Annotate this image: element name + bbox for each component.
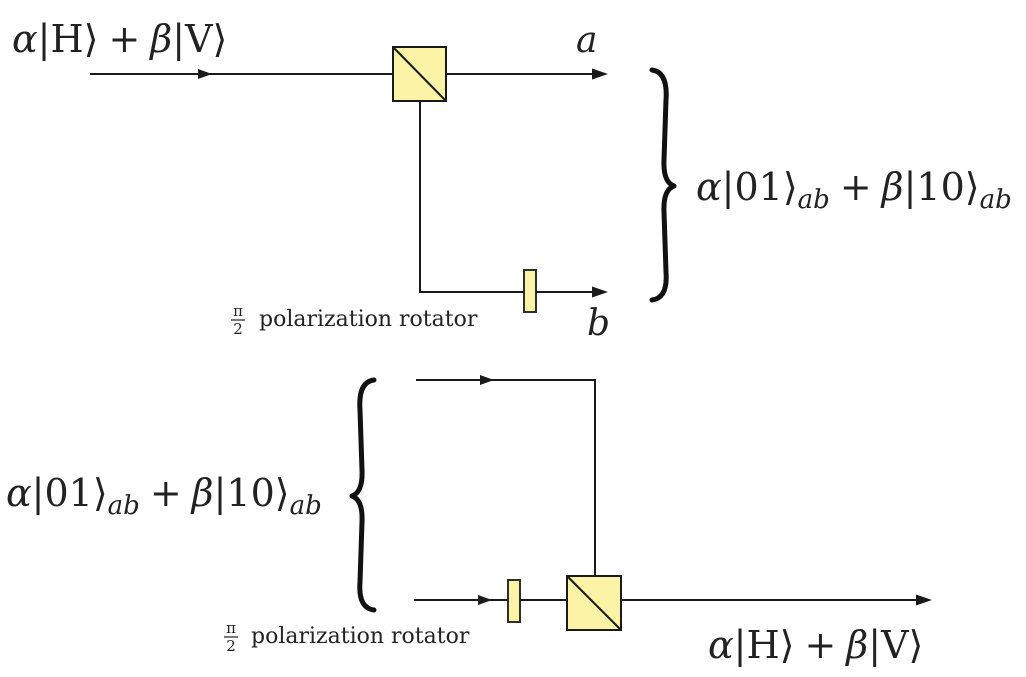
bottom-circuit: α|01⟩ab+β|10⟩ab π 2 polarization rotator xyxy=(6,375,932,667)
bottom-output-state-label: α|H⟩+β|V⟩ xyxy=(708,623,923,667)
top-polarization-rotator xyxy=(523,269,537,313)
bottom-rotator-pi: π xyxy=(226,619,236,637)
top-output-b-arrowhead xyxy=(592,286,608,298)
bottom-upper-arrowhead xyxy=(480,375,494,385)
bottom-output-arrowhead xyxy=(916,594,932,606)
bottom-left-curly-brace xyxy=(349,377,377,613)
bottom-rotator-text: polarization rotator xyxy=(251,624,470,649)
top-label-a: a xyxy=(576,20,597,61)
top-output-a-arrowhead xyxy=(592,68,608,80)
top-beam-splitter xyxy=(392,46,447,102)
bottom-lower-arrowhead xyxy=(478,595,492,605)
bottom-rotator-denominator: 2 xyxy=(226,637,236,655)
top-rotator-pi: π xyxy=(233,302,243,320)
bottom-rotator-label: π 2 polarization rotator xyxy=(224,619,470,655)
top-rotator-label: π 2 polarization rotator xyxy=(231,302,478,338)
top-rotator-text: polarization rotator xyxy=(259,307,478,332)
top-circuit: α|H⟩+β|V⟩ a b π 2 polarization rotator xyxy=(12,17,1012,344)
top-output-state-label: α|01⟩ab+β|10⟩ab xyxy=(696,165,1012,215)
top-rotator-denominator: 2 xyxy=(233,320,243,338)
top-input-state-label: α|H⟩+β|V⟩ xyxy=(12,17,227,61)
bottom-beam-splitter xyxy=(566,575,622,631)
bottom-polarization-rotator xyxy=(507,579,521,623)
top-input-arrowhead xyxy=(198,69,212,79)
bottom-input-state-label: α|01⟩ab+β|10⟩ab xyxy=(6,471,322,521)
bottom-upper-beam xyxy=(416,379,596,576)
top-label-b: b xyxy=(587,303,610,344)
top-output-beam-b xyxy=(419,101,598,293)
top-right-curly-brace xyxy=(649,67,677,303)
